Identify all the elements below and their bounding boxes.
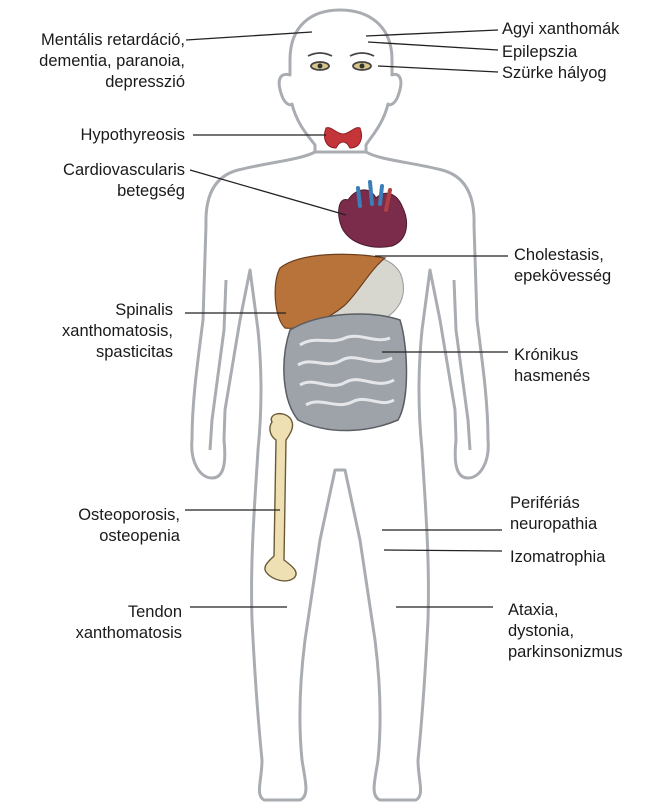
torso-outline	[192, 152, 489, 800]
head-outline	[279, 10, 401, 152]
label-ataxia: Ataxia,dystonia,parkinsonizmus	[508, 600, 623, 663]
intestine-organ	[284, 314, 407, 431]
thyroid-organ	[324, 128, 361, 148]
label-hypothyreosis: Hypothyreosis	[80, 125, 185, 146]
label-izomatrophia: Izomatrophia	[510, 547, 605, 568]
right-eyebrow	[350, 53, 374, 56]
femur-bone	[265, 414, 296, 581]
label-cholestasis: Cholestasis,epekövesség	[514, 245, 611, 287]
label-epilepszia: Epilepszia	[502, 42, 577, 63]
label-agyi: Agyi xanthomák	[502, 19, 619, 40]
face-features	[308, 53, 374, 70]
left-eyebrow	[308, 53, 332, 56]
label-osteoporosis: Osteoporosis,osteopenia	[78, 505, 180, 547]
heart-organ	[339, 182, 407, 247]
label-szurke-halyog: Szürke hályog	[502, 63, 607, 84]
label-mental: Mentális retardáció,dementia, paranoia,d…	[39, 30, 185, 93]
